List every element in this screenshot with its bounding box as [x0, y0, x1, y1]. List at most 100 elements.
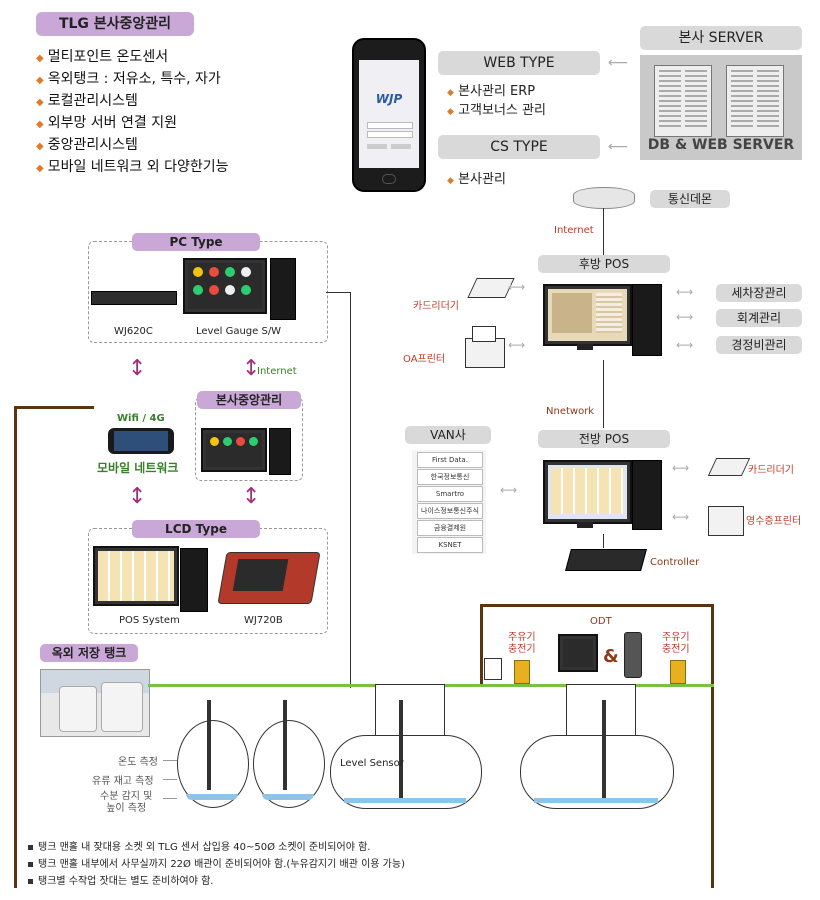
van-item: 금융결제원	[417, 520, 483, 536]
van-title: VAN사	[405, 426, 491, 444]
level-gauge-label: Level Gauge S/W	[196, 326, 282, 337]
tank	[177, 720, 249, 808]
arrow-both-icon: ⟷	[676, 338, 694, 352]
van-item: First Data.	[417, 452, 483, 468]
arrow-both-icon: ⟷	[672, 461, 690, 475]
left-dispenser-label: 주유기 충전기	[508, 632, 536, 655]
internet-label-left: Internet	[257, 366, 297, 377]
modem-label: 통신데몬	[650, 190, 730, 208]
arrow-both-icon: ⟷	[508, 338, 526, 352]
front-card-reader-label: 카드리더기	[748, 465, 794, 476]
nnetwork-label: Nnetwork	[546, 406, 595, 417]
modem-icon	[573, 187, 635, 209]
tank	[520, 735, 674, 809]
hq-monitor	[201, 428, 267, 472]
db-label: DB & WEB SERVER	[647, 137, 795, 153]
controller-device	[565, 549, 647, 571]
pos-system-tower	[180, 548, 208, 612]
odt-title: ODT	[590, 616, 612, 627]
maintenance-label: 경정비관리	[716, 336, 802, 354]
amp-symbol: &	[603, 646, 619, 667]
cs-item: ◆ 본사관리	[447, 172, 506, 187]
web-item: ◆ 본사관리 ERP	[447, 84, 536, 99]
right-dispenser-icon	[670, 660, 686, 684]
water-label: 수분 감지 및 높이 측정	[100, 791, 153, 814]
front-pos-monitor	[543, 460, 632, 524]
brown-pipe	[14, 408, 17, 888]
pc-tower	[270, 258, 296, 320]
carwash-label: 세차장관리	[716, 284, 802, 302]
back-pos-tower	[632, 284, 662, 356]
mobile-device	[108, 428, 174, 454]
server-rack-icon	[654, 65, 712, 137]
bullet-icon: ◆	[36, 141, 44, 152]
arrow-both-icon: ⟷	[676, 310, 694, 324]
pos-system-label: POS System	[119, 615, 180, 626]
van-item: Smartro	[417, 486, 483, 502]
hq-tower	[269, 428, 291, 475]
back-pos-monitor	[543, 284, 632, 346]
back-card-reader-label: 카드리더기	[413, 301, 459, 312]
wj720b-label: WJ720B	[244, 615, 283, 626]
bullet-icon: ◆	[36, 53, 44, 64]
server-rack-icon	[726, 65, 784, 137]
feature-item: ◆모바일 네트워크 외 다양한기능	[36, 159, 229, 175]
web-item: ◆ 고객보너스 관리	[447, 103, 546, 118]
arrow-vertical-icon: ↕	[128, 356, 147, 381]
tank	[330, 735, 482, 809]
note-item: 탱크 맨홀 내부에서 사무실까지 22Ø 배관이 준비되어야 함.(누유감지기 …	[28, 855, 405, 870]
hq-title: 본사중앙관리	[197, 391, 301, 409]
arrow-both-icon: ⟷	[676, 285, 694, 299]
wj620c-label: WJ620C	[114, 326, 153, 337]
feature-item: ◆로컬관리시스템	[36, 93, 138, 109]
arrow-vertical-icon: ↕	[128, 484, 147, 509]
odt-building	[480, 604, 714, 607]
arrow-vertical-icon: ↕	[242, 356, 261, 381]
back-pos-title: 후방 POS	[538, 255, 670, 273]
receipt-printer-label: 영수증프린터	[746, 516, 802, 527]
level-sensor-label: Level Sensor	[340, 758, 404, 769]
van-item: KSNET	[417, 537, 483, 553]
pc-type-title: PC Type	[132, 233, 260, 251]
accounting-label: 회계관리	[716, 309, 802, 327]
feature-item: ◆중앙관리시스템	[36, 137, 138, 153]
bullet-icon: ◆	[36, 163, 44, 174]
door-icon	[484, 658, 502, 680]
controller-label: Controller	[650, 557, 700, 568]
front-pos-title: 전방 POS	[538, 430, 670, 448]
van-item: 나이스정보통신주식회사	[417, 503, 483, 529]
arrow-left-icon: ⟵	[608, 55, 629, 71]
app-logo: WJP	[375, 92, 403, 106]
right-dispenser-label: 주유기 충전기	[662, 632, 690, 655]
van-item: 한국정보통신	[417, 469, 483, 485]
temp-label: 온도 측정	[118, 757, 158, 768]
note-item: 탱크별 수작업 잣대는 별도 준비하여야 함.	[28, 872, 213, 887]
feature-item: ◆외부망 서버 연결 지원	[36, 115, 177, 131]
feature-item: ◆옥외탱크 : 저유소, 특수, 자가	[36, 71, 221, 87]
mobile-network-type: Wifi / 4G	[117, 413, 165, 424]
arrow-both-icon: ⟷	[672, 510, 690, 524]
stock-label: 유류 재고 측정	[92, 776, 154, 787]
left-dispenser-icon	[514, 660, 530, 684]
tank	[253, 720, 325, 808]
odt-device	[624, 632, 642, 678]
bullet-icon: ◆	[36, 75, 44, 86]
outdoor-tank-photo	[40, 669, 150, 737]
feature-item: ◆멀티포인트 온도센서	[36, 49, 169, 65]
internet-label: Internet	[554, 225, 594, 236]
lcd-type-title: LCD Type	[132, 520, 260, 538]
wj620c-device	[91, 291, 177, 305]
bullet-icon: ◆	[36, 97, 44, 108]
arrow-vertical-icon: ↕	[242, 484, 261, 509]
arrow-both-icon: ⟷	[500, 483, 518, 497]
oa-printer-label: OA프린터	[403, 354, 446, 365]
web-type-label: WEB TYPE	[438, 51, 600, 75]
front-card-reader-icon	[707, 458, 751, 476]
brown-pipe	[14, 406, 94, 409]
level-gauge-monitor	[183, 258, 267, 314]
mobile-network-label: 모바일 네트워크	[97, 461, 179, 475]
oa-printer-icon	[465, 338, 505, 368]
front-pos-tower	[632, 460, 662, 530]
odt-terminal	[558, 634, 598, 672]
pos-system-monitor	[93, 546, 179, 606]
